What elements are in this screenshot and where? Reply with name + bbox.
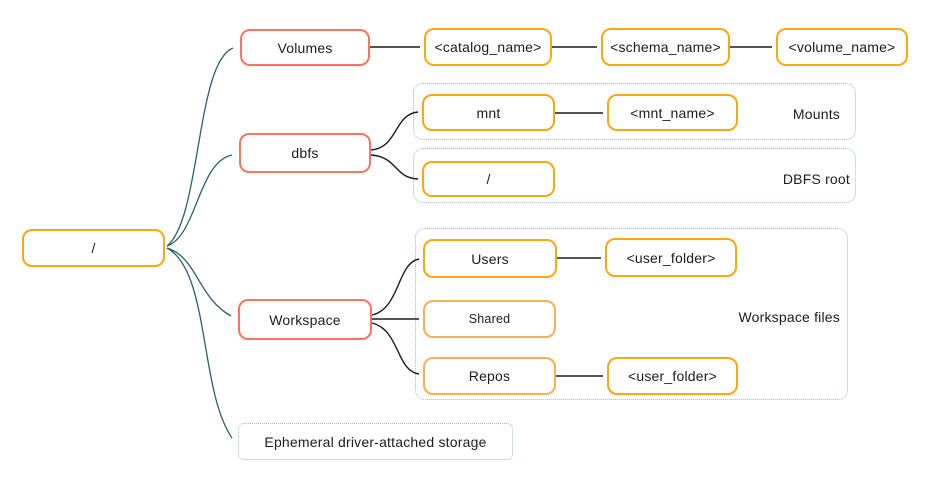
node-shared: Shared bbox=[423, 300, 556, 338]
workspace-files-group-label: Workspace files bbox=[738, 309, 840, 325]
node-dbfs: dbfs bbox=[239, 133, 371, 173]
edge-root-workspace bbox=[166, 247, 232, 317]
edge-dbfs-dbfsroot bbox=[370, 154, 419, 180]
mounts-group bbox=[413, 83, 856, 140]
node-users-user-folder: <user_folder> bbox=[605, 238, 737, 277]
node-users: Users bbox=[423, 239, 557, 278]
node-dbfs-root-slash: / bbox=[422, 161, 555, 197]
node-mnt: mnt bbox=[422, 94, 555, 131]
node-workspace: Workspace bbox=[238, 299, 372, 340]
workspace-files-group bbox=[415, 228, 848, 400]
node-schema-name: <schema_name> bbox=[601, 28, 730, 66]
edge-dbfs-mnt bbox=[370, 111, 419, 151]
edge-workspace-repos bbox=[371, 322, 420, 375]
node-repos: Repos bbox=[423, 357, 556, 395]
node-root: / bbox=[22, 229, 165, 267]
dbfs-root-group bbox=[413, 148, 856, 203]
node-repos-user-folder: <user_folder> bbox=[607, 357, 738, 395]
edge-root-ephemeral bbox=[166, 247, 233, 439]
node-volumes: Volumes bbox=[240, 29, 370, 66]
edge-root-dbfs bbox=[166, 154, 233, 247]
node-mnt-name: <mnt_name> bbox=[607, 94, 738, 131]
dbfs-root-group-label: DBFS root bbox=[782, 171, 850, 187]
node-volume-name: <volume_name> bbox=[776, 28, 908, 66]
mounts-group-label: Mounts bbox=[792, 106, 840, 122]
edge-workspace-users bbox=[371, 258, 420, 316]
node-catalog-name: <catalog_name> bbox=[424, 28, 552, 66]
node-ephemeral-storage: Ephemeral driver-attached storage bbox=[238, 423, 513, 460]
edge-root-volumes bbox=[166, 47, 234, 247]
